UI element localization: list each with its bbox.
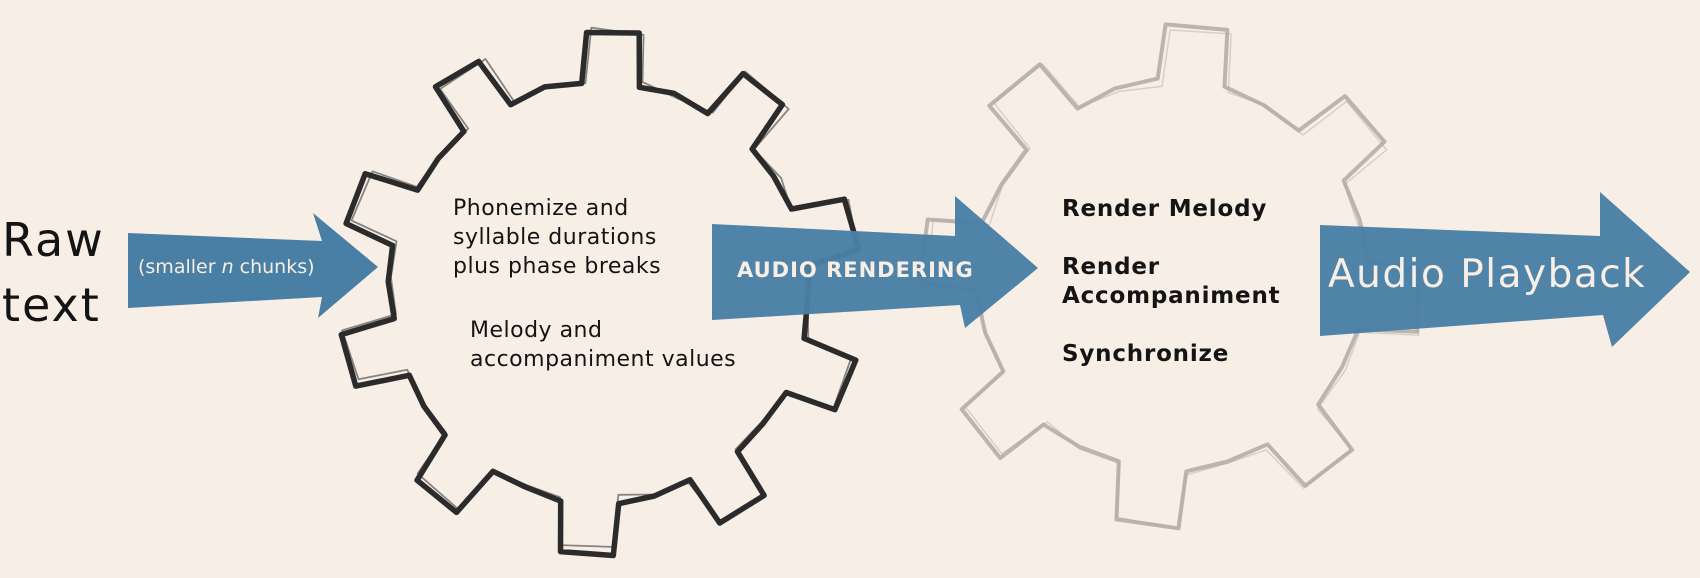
audio-playback-label: Audio Playback (1328, 252, 1647, 297)
gear-2-item-1: Render Melody (1062, 196, 1268, 222)
audio-rendering-label: AUDIO RENDERING (737, 258, 974, 282)
gear-2-item-3: Synchronize (1062, 341, 1230, 367)
gear-1-outline (338, 29, 862, 559)
gear-2-outline (917, 22, 1421, 531)
chunk-label-suffix: chunks) (233, 256, 315, 278)
input-label-line-2: text (2, 278, 101, 332)
gear-icon (338, 26, 862, 559)
chunk-label-prefix: (smaller (138, 256, 222, 278)
gear-1-outline-sketch (341, 26, 859, 548)
gear-1-item-2-line-2: accompaniment values (470, 347, 737, 372)
gear-1-item-1-line-1: Phonemize and (453, 196, 629, 221)
gear-icon (917, 22, 1421, 531)
gear-1-item-1-line-2: syllable durations (453, 225, 657, 250)
audio-playback-arrow (1320, 192, 1690, 347)
gear-1-item-1-line-3: plus phase breaks (453, 254, 662, 279)
gear-1-item-2-line-1: Melody and (470, 318, 603, 343)
input-label-line-1: Raw (2, 213, 105, 267)
chunk-arrow-label: (smaller n chunks) (138, 256, 315, 278)
chunk-label-variable: n (221, 256, 234, 278)
gear-2-item-2-line-2: Accompaniment (1062, 283, 1281, 309)
chunk-arrow (128, 213, 378, 318)
gear-2-outline-sketch (925, 29, 1420, 530)
audio-rendering-arrow (712, 196, 1038, 328)
gear-2-item-2-line-1: Render (1062, 254, 1160, 280)
